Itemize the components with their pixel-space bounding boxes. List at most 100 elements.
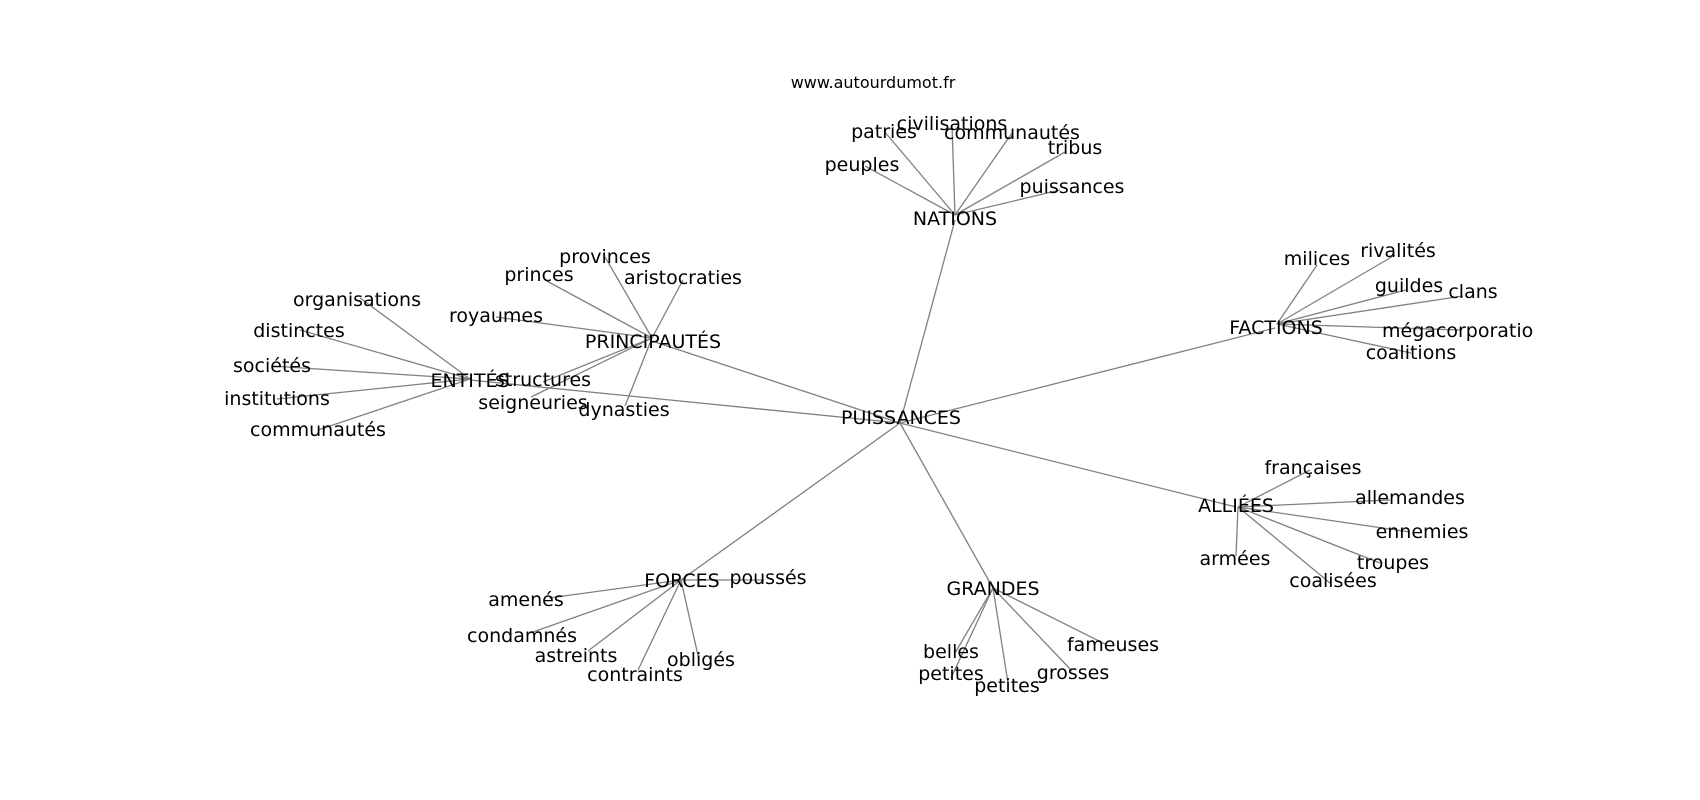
leaf-label-royaumes[interactable]: royaumes <box>449 305 543 327</box>
leaf-label-rivalites[interactable]: rivalités <box>1360 240 1436 262</box>
leaf-label-coalitions[interactable]: coalitions <box>1366 342 1457 364</box>
cluster-alliees: ALLIÉES françaises allemandes ennemies t… <box>1198 457 1468 592</box>
center-edges <box>469 219 1276 589</box>
edge-entites-organisations <box>359 297 471 380</box>
leaf-label-seigneuries[interactable]: seigneuries <box>478 392 587 414</box>
edge-principautes-dynasties <box>624 337 653 407</box>
leaf-label-pousses[interactable]: poussés <box>729 567 806 589</box>
edge-nations-tribus <box>954 151 1066 216</box>
edge-center-factions <box>899 327 1276 424</box>
cluster-entites: ENTITÉS organisations distinctes société… <box>224 289 509 441</box>
leaf-label-fameuses[interactable]: fameuses <box>1067 634 1159 656</box>
leaf-label-coalisees[interactable]: coalisées <box>1289 570 1376 592</box>
edge-center-grandes <box>899 422 994 589</box>
edge-entites-communautes <box>317 378 471 431</box>
leaf-label-grosses[interactable]: grosses <box>1037 662 1109 684</box>
leaf-label-petites-2[interactable]: petites <box>974 675 1040 697</box>
hub-label-forces[interactable]: FORCES <box>644 570 719 592</box>
edge-nations-peuples <box>864 165 956 216</box>
leaf-label-armees[interactable]: armées <box>1200 548 1271 570</box>
leaf-label-princes[interactable]: princes <box>504 264 573 286</box>
hub-label-factions[interactable]: FACTIONS <box>1229 317 1323 339</box>
leaf-label-astreints[interactable]: astreints <box>535 645 618 667</box>
leaf-label-dynasties[interactable]: dynasties <box>578 399 669 421</box>
leaf-label-aristocraties[interactable]: aristocraties <box>624 267 742 289</box>
cluster-grandes: GRANDES belles petites petites grosses f… <box>918 578 1159 697</box>
leaf-label-communautes[interactable]: communautés <box>944 122 1080 144</box>
edge-factions-rivalites <box>1276 254 1396 325</box>
cluster-factions: FACTIONS milices rivalités guildes clans… <box>1229 240 1533 364</box>
leaf-label-milices[interactable]: milices <box>1284 248 1350 270</box>
leaf-label-societes[interactable]: sociétés <box>233 355 311 377</box>
leaf-label-organisations[interactable]: organisations <box>293 289 421 311</box>
leaf-label-provinces[interactable]: provinces <box>559 246 651 268</box>
hub-label-principautes[interactable]: PRINCIPAUTÉS <box>585 330 721 353</box>
leaf-label-amenes[interactable]: amenés <box>488 589 563 611</box>
leaf-label-contraints[interactable]: contraints <box>587 664 683 686</box>
edge-principautes-royaumes <box>495 316 653 339</box>
edge-principautes-aristocraties <box>651 279 684 339</box>
edge-principautes-provinces <box>604 256 653 339</box>
leaf-label-institutions[interactable]: institutions <box>224 388 330 410</box>
leaf-label-francaises[interactable]: françaises <box>1264 457 1361 479</box>
edge-entites-institutions <box>276 378 471 400</box>
edge-grandes-petites-2 <box>992 587 1009 684</box>
edge-principautes-seigneuries <box>530 337 653 398</box>
edge-forces-contraints <box>637 579 682 671</box>
cluster-principautes: PRINCIPAUTÉS provinces princes aristocra… <box>449 246 742 421</box>
cluster-nations: NATIONS patries civilisations communauté… <box>825 113 1125 230</box>
edge-center-forces <box>680 422 901 581</box>
leaf-label-clans[interactable]: clans <box>1448 281 1497 303</box>
leaf-label-obliges[interactable]: obligés <box>667 649 735 671</box>
hub-label-grandes[interactable]: GRANDES <box>946 578 1039 600</box>
leaf-label-troupes[interactable]: troupes <box>1357 552 1429 574</box>
edge-factions-clans <box>1276 295 1464 325</box>
edge-factions-megacorporatio <box>1276 323 1461 331</box>
edge-nations-civilisations <box>951 124 956 216</box>
edge-factions-milices <box>1276 264 1318 325</box>
edge-grandes-belles <box>954 587 994 654</box>
edge-alliees-coalisees <box>1237 506 1331 584</box>
edge-grandes-fameuses <box>992 587 1106 645</box>
hub-label-entites[interactable]: ENTITÉS <box>430 369 509 392</box>
edge-grandes-grosses <box>992 587 1073 672</box>
cluster-forces: FORCES poussés amenés condamnés astreint… <box>467 567 807 686</box>
hub-label-nations[interactable]: NATIONS <box>913 208 997 230</box>
edge-center-nations <box>899 219 956 424</box>
edge-nations-communautes <box>954 132 1013 216</box>
leaf-label-petites-1[interactable]: petites <box>918 663 984 685</box>
edge-forces-amenes <box>548 579 682 599</box>
leaf-label-communautes-entites[interactable]: communautés <box>250 419 386 441</box>
edge-alliees-ennemies <box>1237 506 1411 533</box>
leaf-label-condamnes[interactable]: condamnés <box>467 625 577 647</box>
hub-label-alliees[interactable]: ALLIÉES <box>1198 494 1274 517</box>
leaf-label-guildes[interactable]: guildes <box>1375 275 1443 297</box>
edge-factions-guildes <box>1276 289 1407 325</box>
leaf-label-belles[interactable]: belles <box>923 641 979 663</box>
edge-forces-condamnes <box>529 579 682 634</box>
edge-grandes-petites-1 <box>950 587 994 679</box>
edge-entites-distinctes <box>299 329 471 380</box>
center-label[interactable]: PUISSANCES <box>841 407 961 429</box>
edge-factions-coalitions <box>1276 323 1412 354</box>
leaf-label-allemandes[interactable]: allemandes <box>1355 487 1465 509</box>
edge-alliees-francaises <box>1237 469 1311 508</box>
leaf-label-structures[interactable]: structures <box>495 369 591 391</box>
leaf-label-ennemies[interactable]: ennemies <box>1376 521 1469 543</box>
leaf-label-civilisations[interactable]: civilisations <box>897 113 1008 135</box>
leaf-label-tribus[interactable]: tribus <box>1048 137 1103 159</box>
leaf-label-distinctes[interactable]: distinctes <box>253 320 345 342</box>
edge-principautes-structures <box>542 337 653 383</box>
edge-alliees-troupes <box>1237 506 1381 564</box>
edge-nations-patries <box>883 130 956 216</box>
leaf-label-puissances[interactable]: puissances <box>1020 176 1125 198</box>
edge-nations-puissances <box>954 189 1061 216</box>
leaf-label-patries[interactable]: patries <box>851 121 917 143</box>
edge-alliees-armees <box>1235 506 1239 557</box>
source-url[interactable]: www.autourdumot.fr <box>791 73 956 92</box>
edge-entites-societes <box>271 365 471 380</box>
leaf-label-megacorporatio[interactable]: mégacorporatio <box>1382 320 1533 342</box>
leaf-label-peuples[interactable]: peuples <box>825 154 900 176</box>
edge-center-principautes <box>651 340 901 424</box>
